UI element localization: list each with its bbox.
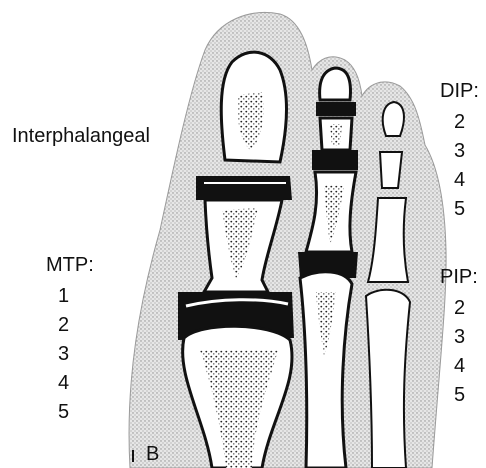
dip-title: DIP:	[440, 74, 479, 108]
dip-group: DIP: 2 3 4 5	[440, 74, 479, 224]
mtp-item: 1	[46, 282, 94, 311]
third-toe-distal-phalanx	[383, 102, 404, 136]
mtp-item: 2	[46, 311, 94, 340]
mtp-item: 4	[46, 369, 94, 398]
pip-group: PIP: 2 3 4 5	[440, 260, 478, 410]
second-toe-dip-joint	[316, 102, 356, 116]
second-toe-distal-phalanx	[320, 68, 351, 100]
mtp-group: MTP: 1 2 3 4 5	[46, 248, 94, 427]
great-toe-ip-joint	[196, 176, 292, 200]
panel-label: B	[146, 444, 159, 464]
pip-item: 3	[440, 323, 478, 352]
third-toe-middle-phalanx	[380, 152, 402, 188]
third-metatarsal	[366, 290, 410, 468]
dip-item: 3	[440, 137, 479, 166]
interphalangeal-label: Interphalangeal	[12, 126, 150, 146]
pip-item: 5	[440, 381, 478, 410]
pip-item: 2	[440, 294, 478, 323]
mtp-item: 5	[46, 398, 94, 427]
second-toe-pip-joint	[312, 150, 358, 170]
dip-item: 4	[440, 166, 479, 195]
mtp-title: MTP:	[46, 248, 94, 282]
mtp-item: 3	[46, 340, 94, 369]
pip-item: 4	[440, 352, 478, 381]
dip-item: 2	[440, 108, 479, 137]
dip-item: 5	[440, 195, 479, 224]
pip-title: PIP:	[440, 260, 478, 294]
